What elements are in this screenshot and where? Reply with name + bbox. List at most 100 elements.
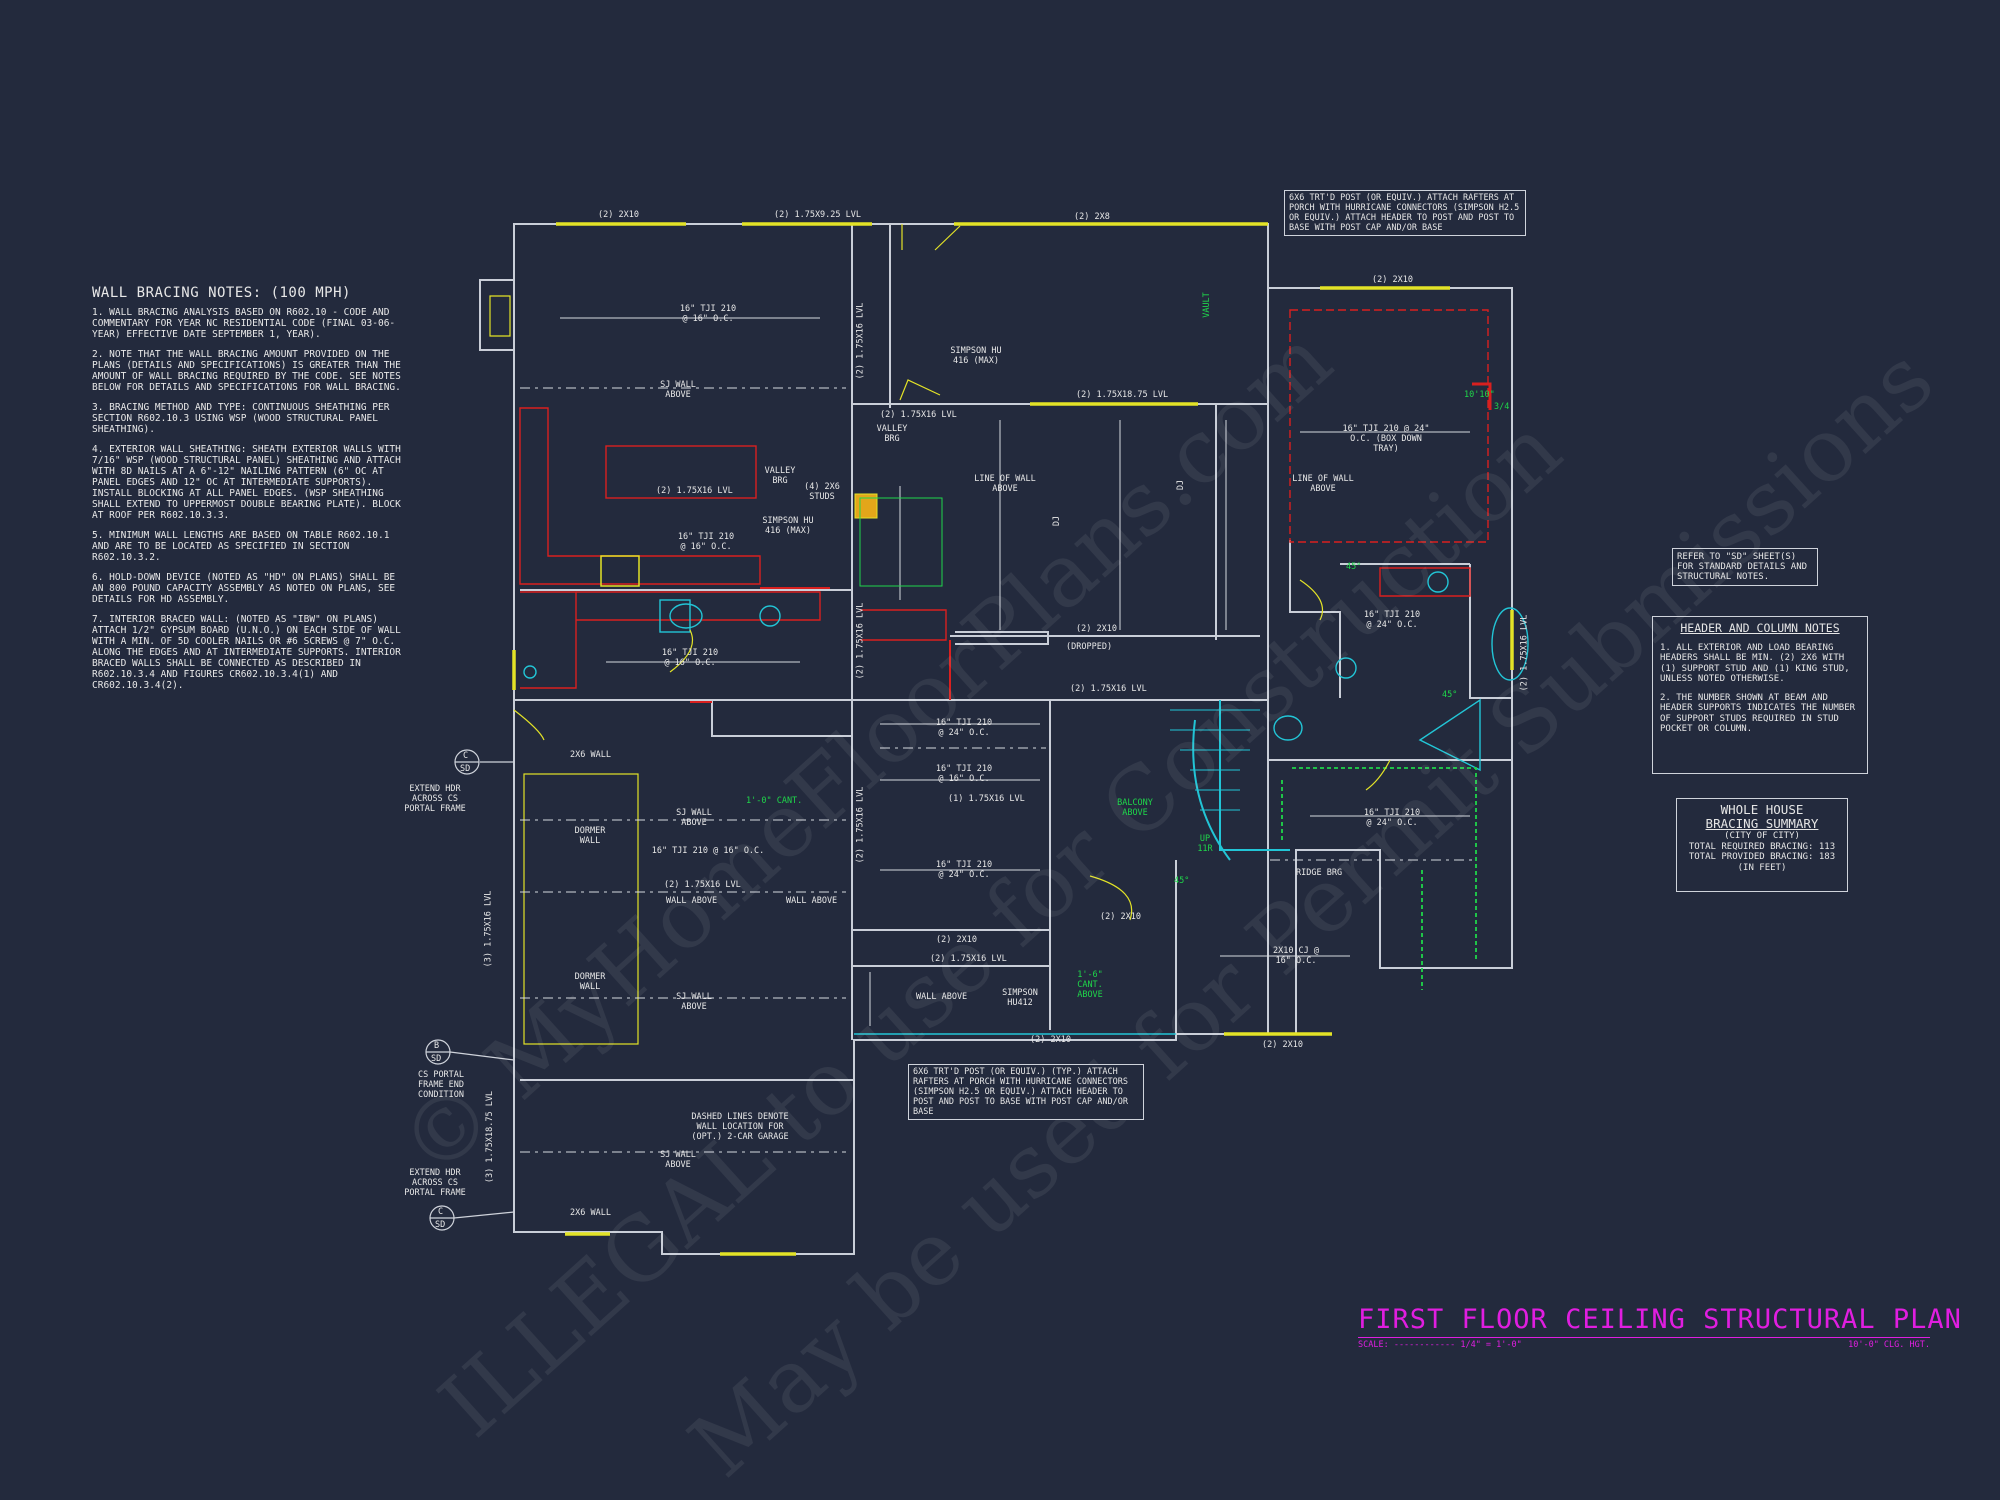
- bearing-label: VALLEY BRG: [764, 466, 796, 486]
- wall-above-label: SJ WALL ABOVE: [660, 380, 696, 400]
- bracing-summary-subtitle: BRACING SUMMARY: [1705, 816, 1819, 831]
- wall-above-label: WALL ABOVE: [786, 896, 838, 906]
- ridge-brg-label: RIDGE BRG: [1296, 868, 1343, 878]
- fireplace-bump: [479, 279, 514, 351]
- angle-label: 45°: [1442, 690, 1458, 700]
- garage-note-label: DASHED LINES DENOTE WALL LOCATION FOR (O…: [691, 1112, 789, 1142]
- porch-post-callout-bottom: 6x6 TRT'D POST (OR EQUIV.) (TYP.) ATTACH…: [908, 1064, 1144, 1120]
- header-label: (2) 1.75x9.25 LVL: [774, 210, 861, 220]
- header-label: (2) 2x10: [1372, 275, 1413, 285]
- cantilever-label: 1'-6" CANT. ABOVE: [1077, 970, 1103, 1000]
- section-tag: SD: [435, 1220, 446, 1230]
- header-label: (2) 1.75x18.75 LVL: [1076, 390, 1169, 400]
- interior-wall: [955, 631, 1049, 645]
- bracing-provided: TOTAL PROVIDED BRACING: 183: [1688, 852, 1836, 862]
- bracing-summary-title: WHOLE HOUSE: [1720, 802, 1804, 817]
- interior-wall: [711, 700, 852, 737]
- hanger-label: SIMPSON HU412: [1002, 988, 1038, 1008]
- lvl-label: (2) 1.75x16 LVL: [656, 486, 733, 496]
- lvl-label: (2) 1.75x16 LVL: [880, 410, 957, 420]
- vault-label: VAULT: [1201, 292, 1212, 318]
- angle-label: 45°: [1174, 876, 1190, 886]
- header-label: (2) 2x10: [1076, 624, 1117, 634]
- balcony-above-label: BALCONY ABOVE: [1117, 798, 1153, 818]
- wall-bracing-heading: WALL BRACING NOTES: (100 MPH): [92, 285, 351, 301]
- dimension-label: 3/4: [1494, 402, 1510, 412]
- header-label: (2) 2x8: [1074, 212, 1110, 222]
- wall-above-label: SJ WALL ABOVE: [676, 992, 712, 1012]
- note-item: 3. BRACING METHOD AND TYPE: CONTINUOUS S…: [92, 402, 390, 435]
- ceiling-height-label: 10'-0" CLG. HGT.: [1848, 1340, 1930, 1350]
- joist-label: 16" TJI 210 @ 16" O.C.: [661, 648, 719, 668]
- bearing-label: VALLEY BRG: [876, 424, 908, 444]
- header-note-item: 2. THE NUMBER SHOWN AT BEAM AND HEADER S…: [1660, 692, 1856, 735]
- hanger-label: SIMPSON HU 416 (MAX): [950, 346, 1002, 366]
- joist-label: 16" TJI 210 @ 24" O.C.: [935, 860, 993, 880]
- interior-wall: [1289, 540, 1341, 698]
- porch-post-callout-top: 6x6 TRT'D POST (OR EQUIV.) ATTACH RAFTER…: [1284, 190, 1526, 236]
- lvl-label: (2) 1.75x16 LVL: [930, 954, 1007, 964]
- wall-bracing-notes: WALL BRACING NOTES: (100 MPH) 1. WALL BR…: [92, 285, 412, 700]
- drawing-title: FIRST FLOOR CEILING STRUCTURAL PLAN: [1358, 1304, 1962, 1335]
- joist-label: 16" TJI 210 @ 24" O.C.: [1363, 610, 1421, 630]
- vertical-beam-label: (2) 1.75x16 LVL: [855, 302, 866, 380]
- scale-label: SCALE: ------------ 1/4" = 1'-0": [1358, 1340, 1522, 1350]
- joist-label: 16" TJI 210 @ 24" O.C.: [935, 718, 993, 738]
- vertical-beam-label: (2) 1.75x16 LVL: [855, 786, 866, 864]
- header-notes-heading: HEADER AND COLUMN NOTES: [1680, 621, 1840, 635]
- portal-frame-label: EXTEND HDR ACROSS CS PORTAL FRAME: [404, 784, 466, 814]
- vertical-beam-label: (3) 1.75x18.75 LVL: [485, 1090, 496, 1184]
- vertical-beam-label: (3) 1.75x16 LVL: [483, 890, 494, 968]
- note-item: 4. EXTERIOR WALL SHEATHING: SHEATH EXTER…: [92, 444, 401, 521]
- dormer-wall-label: DORMER WALL: [574, 972, 606, 992]
- lvl-label: (1) 1.75x16 LVL: [948, 794, 1025, 804]
- hanger-label: SIMPSON HU 416 (MAX): [762, 516, 814, 536]
- dropped-label: (DROPPED): [1066, 642, 1113, 652]
- section-tag: SD: [460, 764, 471, 774]
- stair-rail: [1219, 700, 1290, 851]
- vertical-beam-label: DJ: [1052, 515, 1063, 527]
- note-item: 7. INTERIOR BRACED WALL: (NOTED AS "IBW"…: [92, 614, 401, 691]
- joist-label: 16" TJI 210 @ 24" O.C.: [1363, 808, 1421, 828]
- header-note-item: 1. ALL EXTERIOR AND LOAD BEARING HEADERS…: [1660, 642, 1850, 685]
- section-tag: SD: [431, 1054, 442, 1064]
- header-label: (2) 2x10: [1100, 912, 1141, 922]
- bracing-city: (CITY OF CITY): [1724, 831, 1800, 841]
- dormer-wall-label: DORMER WALL: [574, 826, 606, 846]
- scale-row: SCALE: ------------ 1/4" = 1'-0" 10'-0" …: [1358, 1337, 1930, 1350]
- header-label: (2) 2x10: [598, 210, 639, 220]
- line-of-wall-label: LINE OF WALL ABOVE: [1292, 474, 1354, 494]
- bracing-unit: (IN FEET): [1737, 862, 1787, 873]
- header-label: (2) 2x10: [1262, 1040, 1303, 1050]
- line-of-wall-label: LINE OF WALL ABOVE: [974, 474, 1036, 494]
- wall-above-label: WALL ABOVE: [666, 896, 718, 906]
- joist-label: 16" TJI 210 @ 16" O.C.: [651, 846, 765, 856]
- ceiling-joist-label: 2x10 CJ @ 16" O.C.: [1272, 946, 1320, 966]
- vertical-beam-label: (2) 1.75x16 LVL: [855, 602, 866, 680]
- section-tag: B: [434, 1041, 440, 1051]
- studs-label: (4) 2x6 STUDS: [804, 482, 840, 502]
- wall-type-label: 2x6 WALL: [570, 1208, 611, 1218]
- joist-label: 16" TJI 210 @ 24" O.C. (BOX DOWN TRAY): [1342, 424, 1430, 454]
- cantilever-label: 1'-0" CANT.: [746, 796, 803, 806]
- stair-up-label: UP 11R: [1197, 834, 1213, 854]
- angle-label: 45°: [1346, 562, 1362, 572]
- wall-above-label: SJ WALL ABOVE: [676, 808, 712, 828]
- section-tag: C: [438, 1207, 444, 1217]
- wall-type-label: 2x6 WALL: [570, 750, 611, 760]
- header-label: (2) 2x10: [936, 935, 977, 945]
- wall-above-label: SJ WALL ABOVE: [660, 1150, 696, 1170]
- note-item: 1. WALL BRACING ANALYSIS BASED ON R602.1…: [92, 307, 396, 340]
- header-label: (2) 2x10: [1030, 1035, 1071, 1045]
- vertical-beam-label: (2) 1.75x16 LVL: [1519, 614, 1530, 692]
- kitchen-island: [605, 445, 757, 499]
- drawing-title-block: FIRST FLOOR CEILING STRUCTURAL PLAN SCAL…: [1358, 1304, 1962, 1350]
- portal-frame-label: EXTEND HDR ACROSS CS PORTAL FRAME: [404, 1168, 466, 1198]
- section-tag: C: [463, 751, 469, 761]
- wall-above-label: WALL ABOVE: [916, 992, 968, 1002]
- bracing-summary-box: WHOLE HOUSE BRACING SUMMARY (CITY OF CIT…: [1676, 798, 1848, 892]
- joist-label: 16" TJI 210 @ 16" O.C.: [677, 532, 735, 552]
- interior-wall: [1469, 564, 1512, 699]
- kitchen-cabinets: [519, 407, 761, 585]
